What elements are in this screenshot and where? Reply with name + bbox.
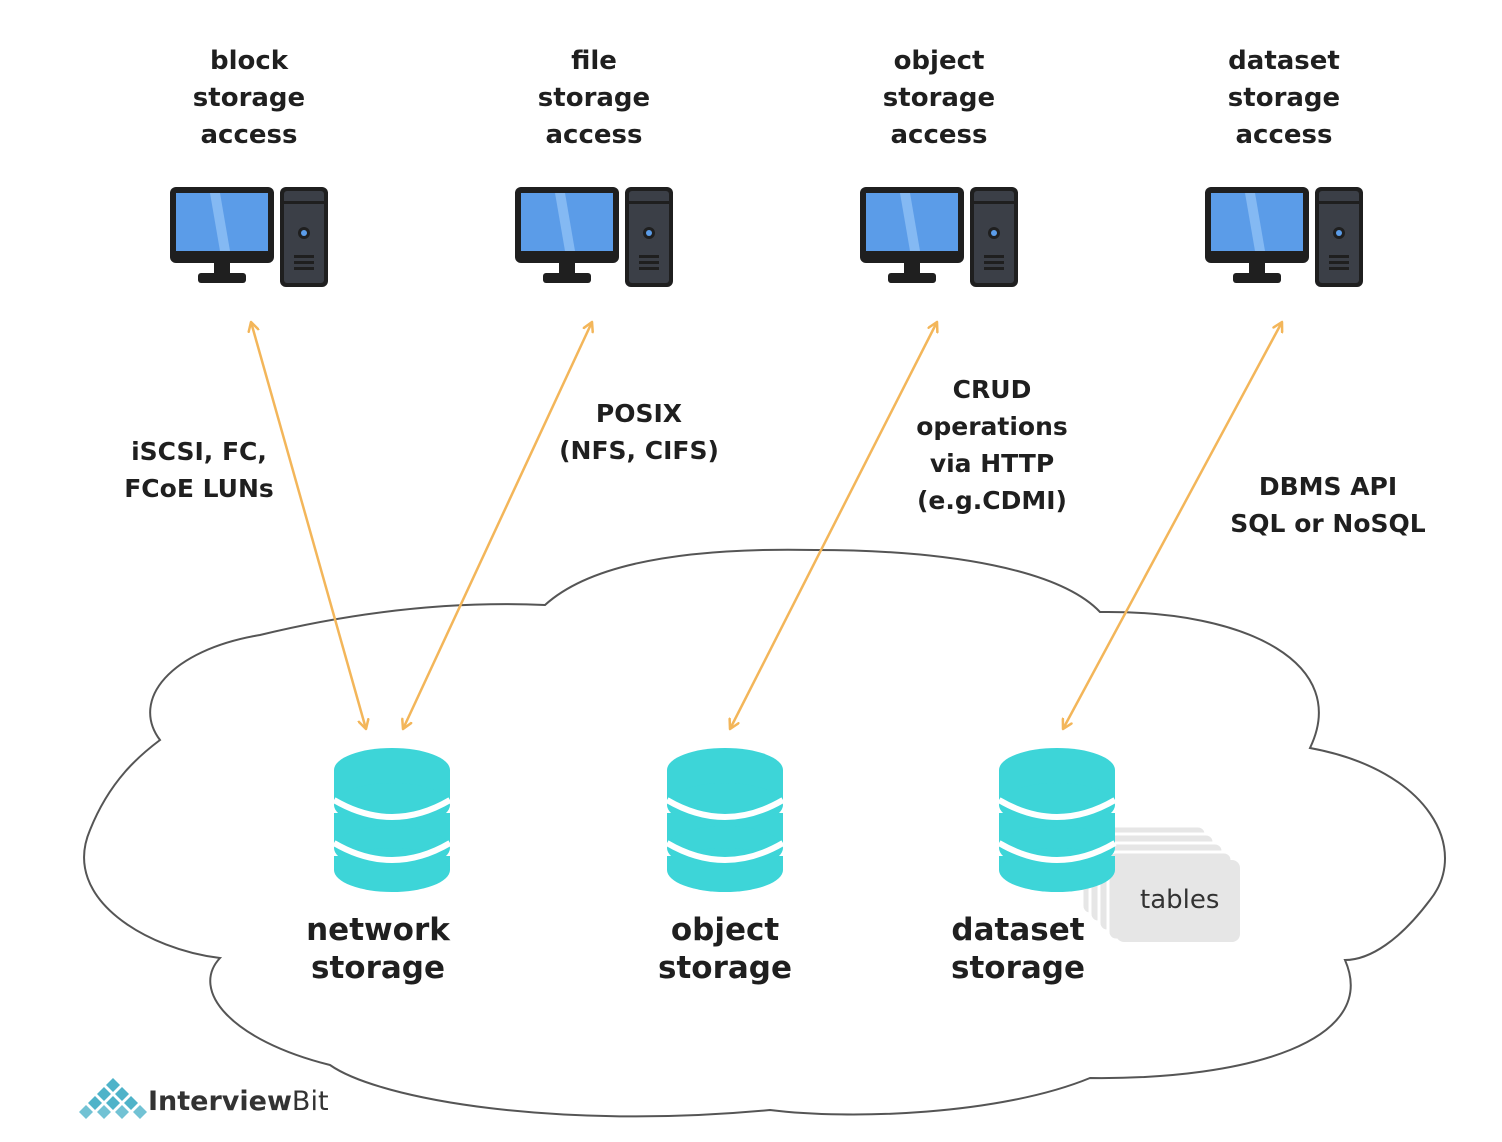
- arrow-block-to-network: [251, 322, 366, 729]
- arrow-file-to-network: [403, 322, 592, 729]
- storage-label-network: network storage: [306, 912, 450, 986]
- brand-light: Bit: [291, 1086, 329, 1117]
- computer-icon-object: [860, 187, 1018, 287]
- brand-wordmark: InterviewBit: [148, 1086, 329, 1117]
- storage-label-object: object storage: [658, 912, 792, 986]
- protocol-label-dbms: DBMS API SQL or NoSQL: [1230, 472, 1426, 538]
- computer-icon-dataset: [1205, 187, 1363, 287]
- arrow-dataset-to-dataset-storage: [1063, 322, 1282, 729]
- client-label-dataset: dataset storage access: [1227, 46, 1341, 150]
- client-label-block: block storage access: [192, 46, 306, 150]
- client-label-file: file storage access: [537, 46, 651, 150]
- client-label-object: object storage access: [882, 46, 996, 150]
- tables-label: tables: [1140, 885, 1220, 915]
- protocol-label-posix: POSIX (NFS, CIFS): [559, 399, 719, 465]
- computer-icon-file: [515, 187, 673, 287]
- protocol-label-iscsi: iSCSI, FC, FCoE LUNs: [124, 437, 274, 503]
- computer-icon-block: [170, 187, 328, 287]
- interviewbit-logo-icon: [79, 1078, 147, 1119]
- database-icon-dataset: [997, 748, 1117, 892]
- protocol-label-crud: CRUD operations via HTTP (e.g.CDMI): [916, 375, 1068, 515]
- storage-label-dataset: dataset storage: [951, 912, 1085, 986]
- arrow-object-to-object-storage: [730, 322, 937, 729]
- database-icon-object: [665, 748, 785, 892]
- brand-bold: Interview: [148, 1086, 292, 1117]
- database-icon-network: [332, 748, 452, 892]
- table-cards: [1080, 824, 1240, 942]
